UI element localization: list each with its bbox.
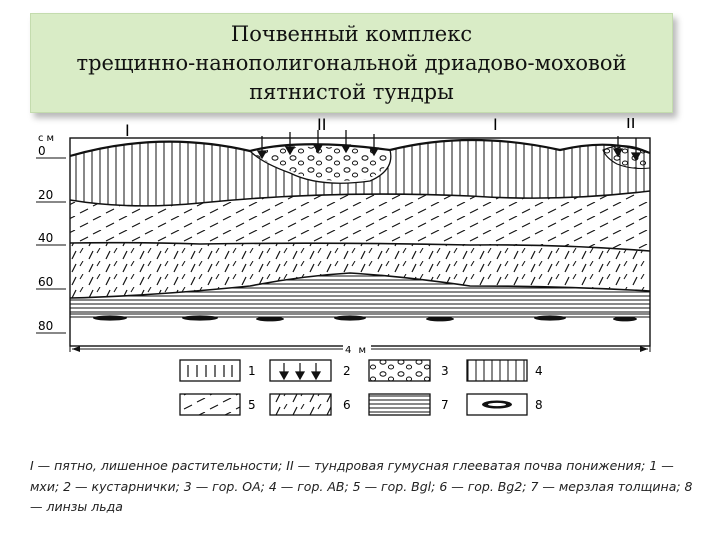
legend-number: 1 bbox=[248, 364, 256, 378]
legend-number: 5 bbox=[248, 398, 256, 412]
soil-layers bbox=[70, 140, 650, 346]
legend-swatch-oa bbox=[369, 360, 430, 381]
profile-label: I bbox=[125, 121, 130, 140]
figure-caption: I — пятно, лишенное растительности; II —… bbox=[30, 456, 702, 518]
legend-swatch-bg2 bbox=[270, 394, 331, 415]
legend-swatch-frozen bbox=[369, 394, 430, 415]
legend-number: 7 bbox=[441, 398, 449, 412]
legend-swatch-bgl bbox=[180, 394, 240, 415]
legend: 1 2 3 4 5 6 7 8 bbox=[180, 360, 543, 415]
depth-unit-label: см bbox=[38, 133, 57, 144]
depth-tick-label: 80 bbox=[38, 319, 53, 333]
legend-swatch-mosses bbox=[180, 360, 240, 381]
legend-number: 3 bbox=[441, 364, 449, 378]
width-label: 4 м bbox=[345, 345, 368, 356]
depth-tick-label: 0 bbox=[38, 144, 46, 158]
depth-tick-label: 40 bbox=[38, 231, 53, 245]
title-box: Почвенный комплекс трещинно-нанополигона… bbox=[30, 13, 673, 113]
depth-tick-label: 20 bbox=[38, 188, 53, 202]
legend-swatch-ab bbox=[467, 360, 527, 381]
profile-label: II bbox=[317, 118, 326, 134]
soil-profile-diagram: см 0 20 40 60 80 bbox=[0, 118, 720, 448]
legend-number: 2 bbox=[343, 364, 351, 378]
legend-number: 6 bbox=[343, 398, 351, 412]
title-line-2: трещинно-нанополигональной дриадово-мохо… bbox=[76, 49, 626, 78]
legend-number: 8 bbox=[535, 398, 543, 412]
legend-number: 4 bbox=[535, 364, 543, 378]
depth-axis: см 0 20 40 60 80 bbox=[36, 133, 66, 333]
depth-tick-label: 60 bbox=[38, 275, 53, 289]
title-line-1: Почвенный комплекс bbox=[231, 20, 472, 49]
title-line-3: пятнистой тундры bbox=[249, 78, 454, 107]
profile-label: I bbox=[493, 118, 498, 134]
profile-label: II bbox=[626, 118, 635, 132]
